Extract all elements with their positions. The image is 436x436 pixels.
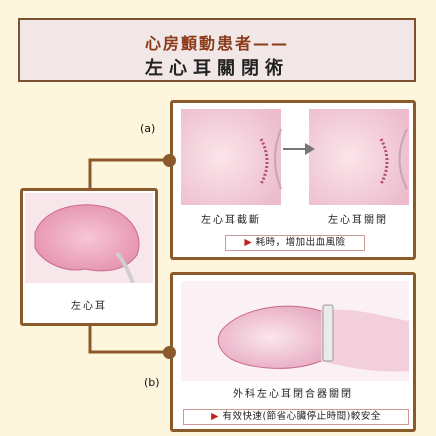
panel-a: 左心耳截斷 左心耳關閉 ▶ 耗時，增加出血風險 bbox=[170, 100, 416, 260]
title-line-2: 左心耳關閉術 bbox=[145, 58, 289, 79]
marker-b: (b) bbox=[144, 376, 160, 389]
panel-b-illustration bbox=[181, 281, 409, 381]
title-box: 心房顫動患者—— 左心耳關閉術 bbox=[18, 18, 416, 82]
left-appendage-caption: 左心耳 bbox=[71, 301, 107, 312]
caption-cut: 左心耳截斷 bbox=[201, 215, 261, 226]
arrow-right-icon bbox=[283, 143, 315, 155]
panel-b-note-text: 有效快速(節省心臟停止時間)較安全 bbox=[222, 411, 381, 422]
panel-a-note-text: 耗時，增加出血風險 bbox=[255, 237, 346, 248]
panel-b: 外科左心耳閉合器關閉 ▶ 有效快速(節省心臟停止時間)較安全 bbox=[170, 272, 416, 432]
play-triangle-icon: ▶ bbox=[211, 411, 219, 422]
connector-dot-b bbox=[163, 346, 176, 359]
title-line-1: 心房顫動患者—— bbox=[144, 34, 289, 53]
marker-a: (a) bbox=[140, 122, 156, 135]
connector-to-a bbox=[88, 158, 170, 190]
panel-a-note: ▶ 耗時，增加出血風險 bbox=[225, 235, 365, 251]
caption-close: 左心耳關閉 bbox=[328, 215, 388, 226]
panel-b-caption: 外科左心耳閉合器關閉 bbox=[233, 389, 353, 400]
panel-a-illustration bbox=[181, 109, 409, 205]
left-appendage-panel: 左心耳 bbox=[20, 188, 158, 326]
connector-to-b bbox=[88, 325, 170, 354]
left-appendage-illustration bbox=[25, 193, 153, 283]
play-triangle-icon: ▶ bbox=[244, 237, 253, 248]
connector-dot-a bbox=[163, 154, 176, 167]
panel-b-note: ▶ 有效快速(節省心臟停止時間)較安全 bbox=[183, 409, 409, 425]
